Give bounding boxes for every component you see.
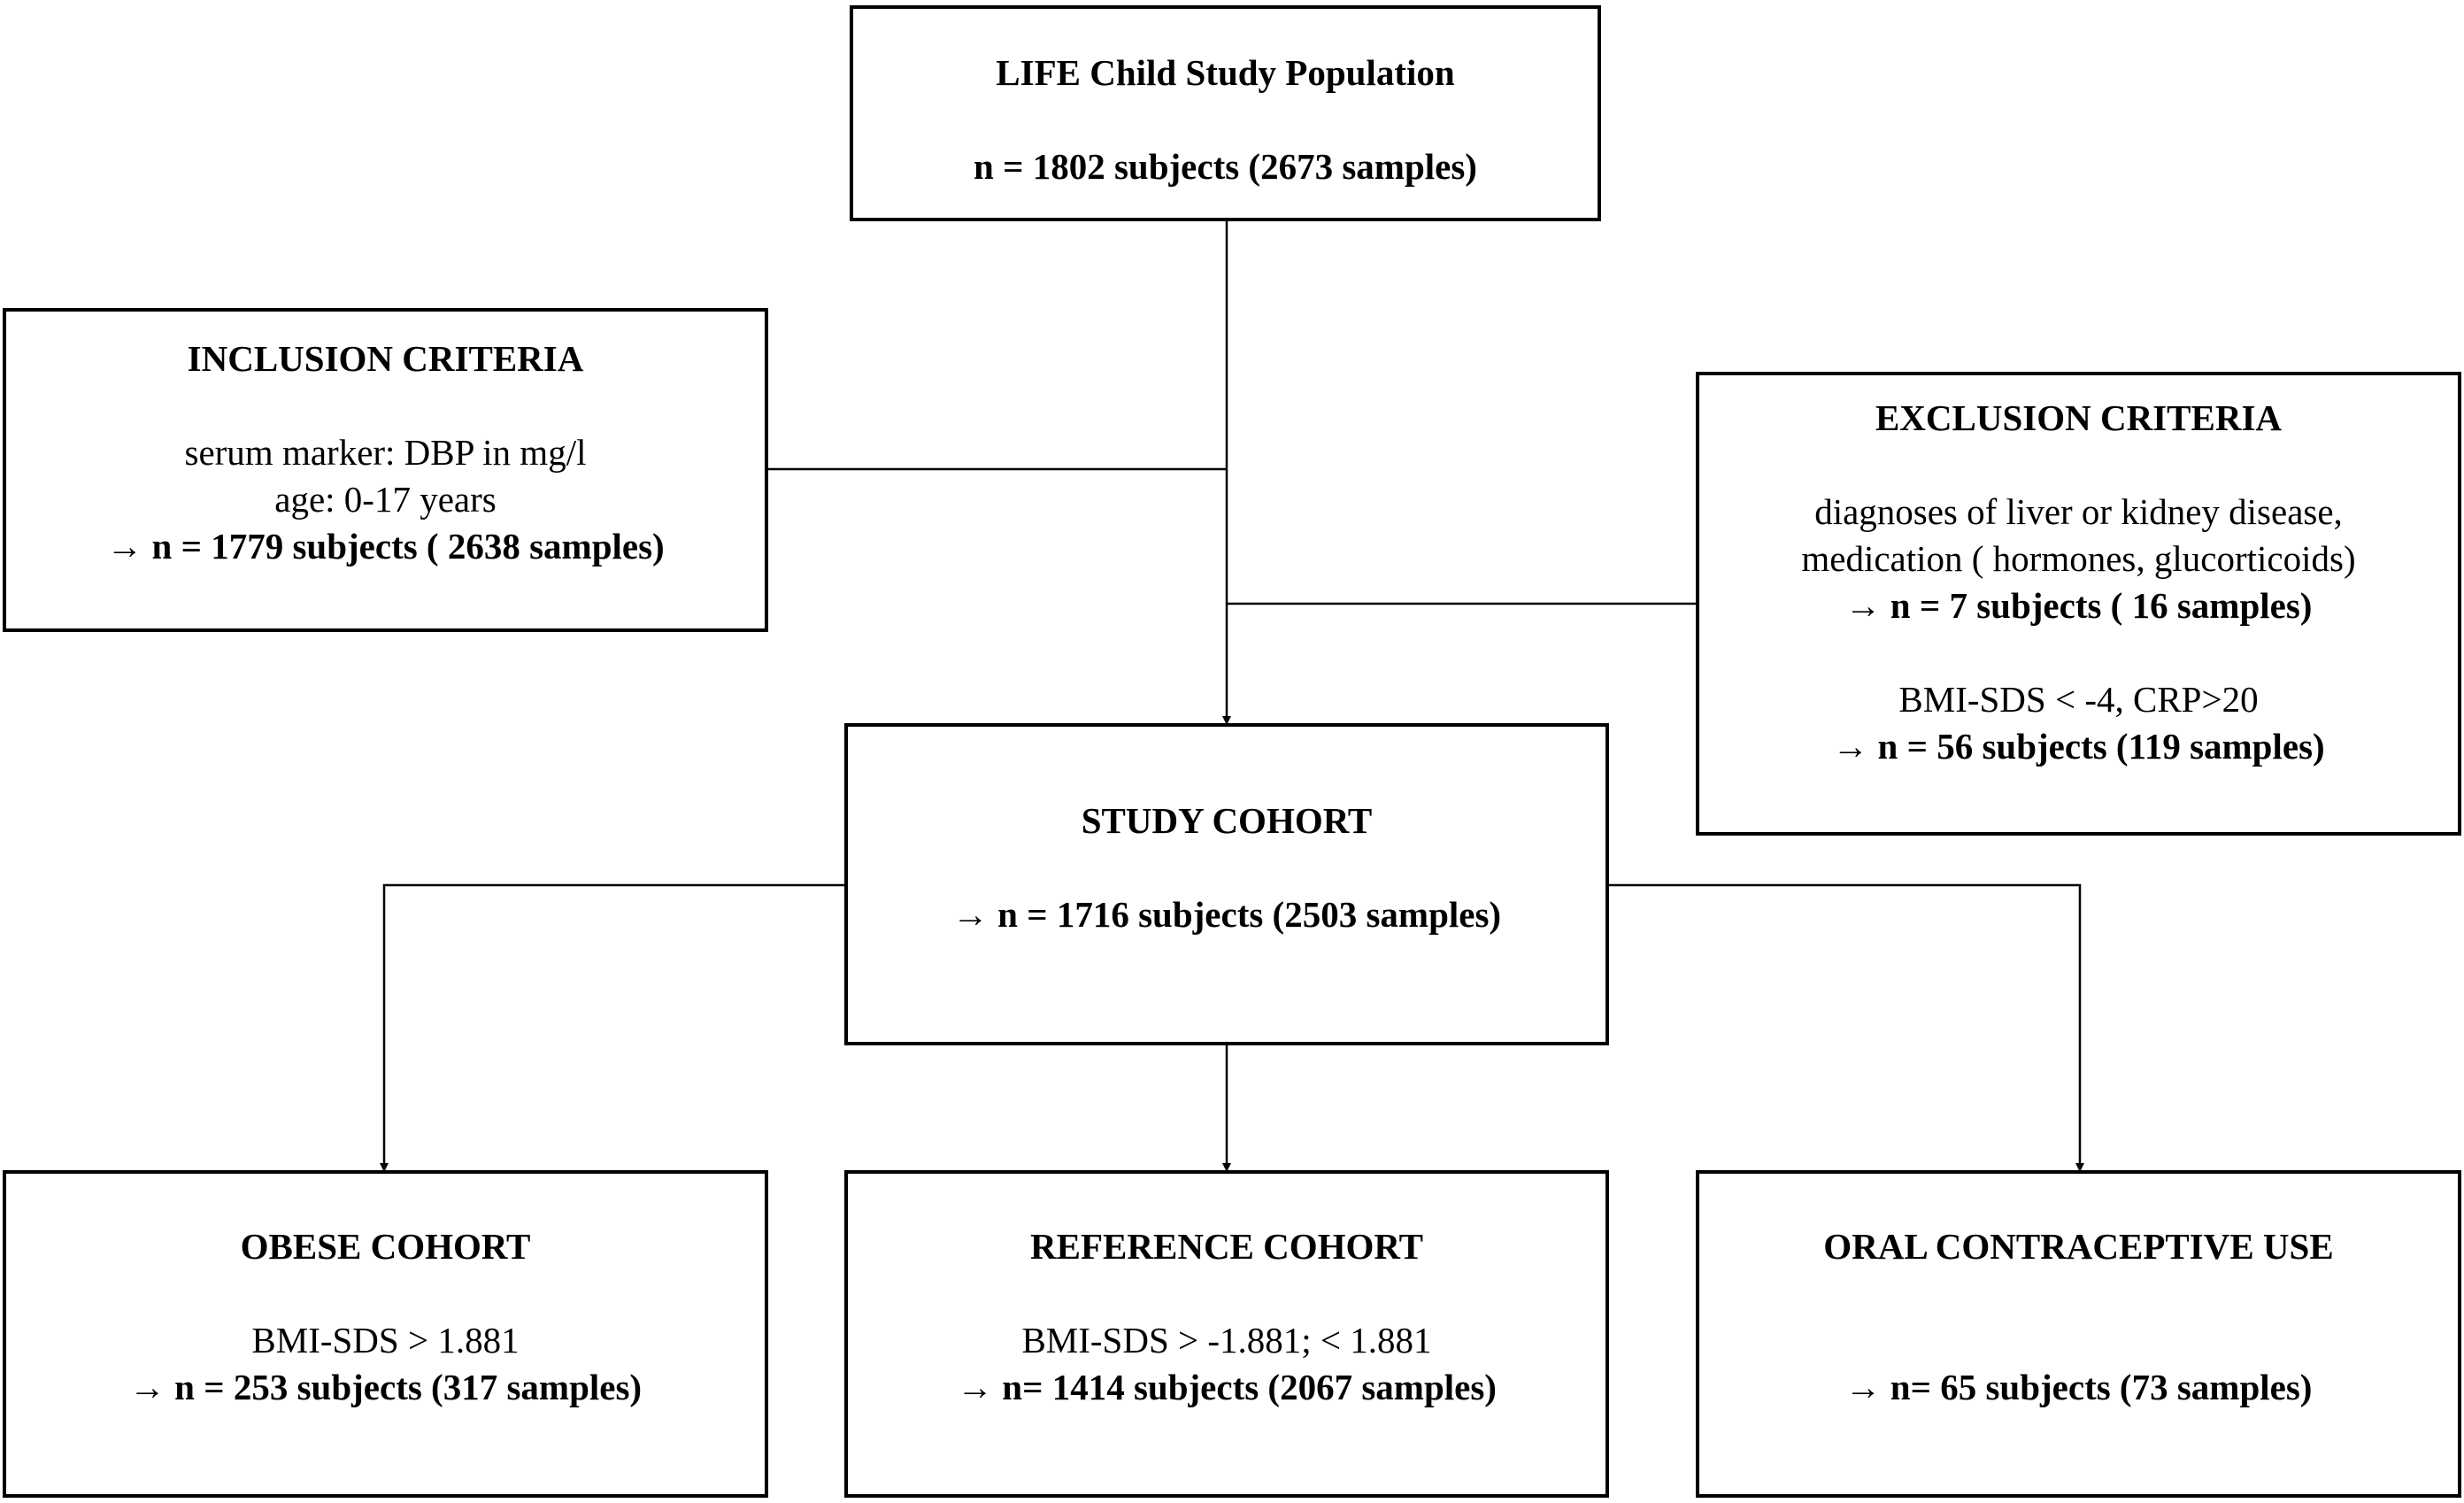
exclusion-criterion-2: BMI-SDS < -4, CRP>20: [1898, 679, 2259, 720]
obese-cohort-title: OBESE COHORT: [240, 1226, 531, 1267]
study-cohort-result: → n = 1716 subjects (2503 samples): [951, 894, 1502, 935]
inclusion-title: INCLUSION CRITERIA: [187, 338, 584, 379]
oral-contraceptive-title: ORAL CONTRACEPTIVE USE: [1823, 1226, 2334, 1267]
reference-cohort-criterion: BMI-SDS > -1.881; < 1.881: [1021, 1320, 1432, 1360]
population-box: LIFE Child Study Population n = 1802 sub…: [850, 5, 1601, 221]
obese-connector: [380, 883, 846, 1172]
inclusion-box: INCLUSION CRITERIA serum marker: DBP in …: [3, 308, 768, 632]
obese-cohort-box: OBESE COHORT BMI-SDS > 1.881 → n = 253 s…: [3, 1170, 768, 1498]
reference-cohort-title: REFERENCE COHORT: [1030, 1226, 1423, 1267]
study-cohort-box: STUDY COHORT → n = 1716 subjects (2503 s…: [844, 723, 1609, 1045]
obese-cohort-criterion: BMI-SDS > 1.881: [251, 1320, 520, 1360]
exclusion-title: EXCLUSION CRITERIA: [1875, 397, 2283, 438]
exclusion-result-2: → n = 56 subjects (119 samples): [1832, 726, 2325, 767]
reference-cohort-box: REFERENCE COHORT BMI-SDS > -1.881; < 1.8…: [844, 1170, 1609, 1498]
population-count: n = 1802 subjects (2673 samples): [974, 146, 1477, 187]
oral-contraceptive-box: ORAL CONTRACEPTIVE USE → n= 65 subjects …: [1696, 1170, 2461, 1498]
oral-connector: [1607, 883, 2084, 1172]
population-title: LIFE Child Study Population: [996, 52, 1455, 93]
obese-cohort-result: → n = 253 subjects (317 samples): [128, 1367, 643, 1407]
reference-cohort-result: → n= 1414 subjects (2067 samples): [957, 1367, 1497, 1407]
study-cohort-title: STUDY COHORT: [1081, 800, 1373, 841]
exclusion-criterion: medication ( hormones, glucorticoids): [1801, 538, 2356, 579]
inclusion-result: → n = 1779 subjects ( 2638 samples): [106, 526, 665, 567]
exclusion-criterion: diagnoses of liver or kidney disease,: [1814, 491, 2343, 532]
inclusion-criterion: age: 0-17 years: [274, 479, 497, 520]
exclusion-result-1: → n = 7 subjects ( 16 samples): [1844, 585, 2313, 626]
exclusion-box: EXCLUSION CRITERIA diagnoses of liver or…: [1696, 372, 2461, 836]
oral-contraceptive-result: → n= 65 subjects (73 samples): [1844, 1367, 2313, 1407]
inclusion-criterion: serum marker: DBP in mg/l: [184, 432, 587, 473]
